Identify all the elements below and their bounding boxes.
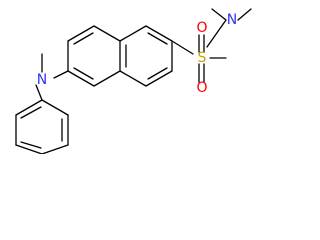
atom-oxygen-lower: O bbox=[196, 80, 207, 96]
atom-sulfur: S bbox=[198, 50, 207, 66]
bond-phenyl-1 bbox=[15, 99, 43, 116]
bond-phenyl-3-inner bbox=[20, 141, 42, 149]
bond-ring-left-4 bbox=[67, 70, 95, 87]
bond-ring-right-1-inner bbox=[147, 32, 168, 45]
bond-n-methyl-right bbox=[237, 8, 252, 21]
bond-n-phenyl bbox=[35, 84, 43, 101]
molecule-canvas: N S O O N bbox=[15, 8, 252, 154]
bond-c-n-amine bbox=[53, 70, 69, 79]
bond-ring-left-1 bbox=[93, 25, 121, 42]
bond-ring-left-2-inner bbox=[73, 32, 94, 45]
atom-oxygen-upper: O bbox=[196, 20, 207, 36]
bond-c-s bbox=[171, 40, 194, 55]
molecule-structure: N S O O N bbox=[15, 8, 252, 154]
bond-ring-right-4 bbox=[119, 70, 147, 87]
bond-ring-left-2 bbox=[67, 25, 95, 42]
atom-n-amine: N bbox=[37, 72, 47, 88]
bond-phenyl-6 bbox=[41, 99, 69, 116]
bond-ring-right-1 bbox=[145, 25, 173, 42]
bond-ring-right-5 bbox=[119, 25, 147, 42]
bond-ring-right-3-inner bbox=[147, 67, 168, 80]
bond-n-methyl-left bbox=[211, 8, 227, 21]
bond-n-s-link bbox=[206, 19, 227, 48]
bond-ring-left-4-inner bbox=[73, 67, 94, 80]
bond-phenyl-4 bbox=[41, 144, 69, 154]
bond-phenyl-3 bbox=[15, 144, 43, 154]
bond-ring-left-5 bbox=[93, 70, 121, 87]
bond-phenyl-1-inner bbox=[20, 106, 42, 119]
bond-ring-right-3 bbox=[145, 70, 173, 87]
atom-n-sulfonamide: N bbox=[227, 12, 237, 28]
